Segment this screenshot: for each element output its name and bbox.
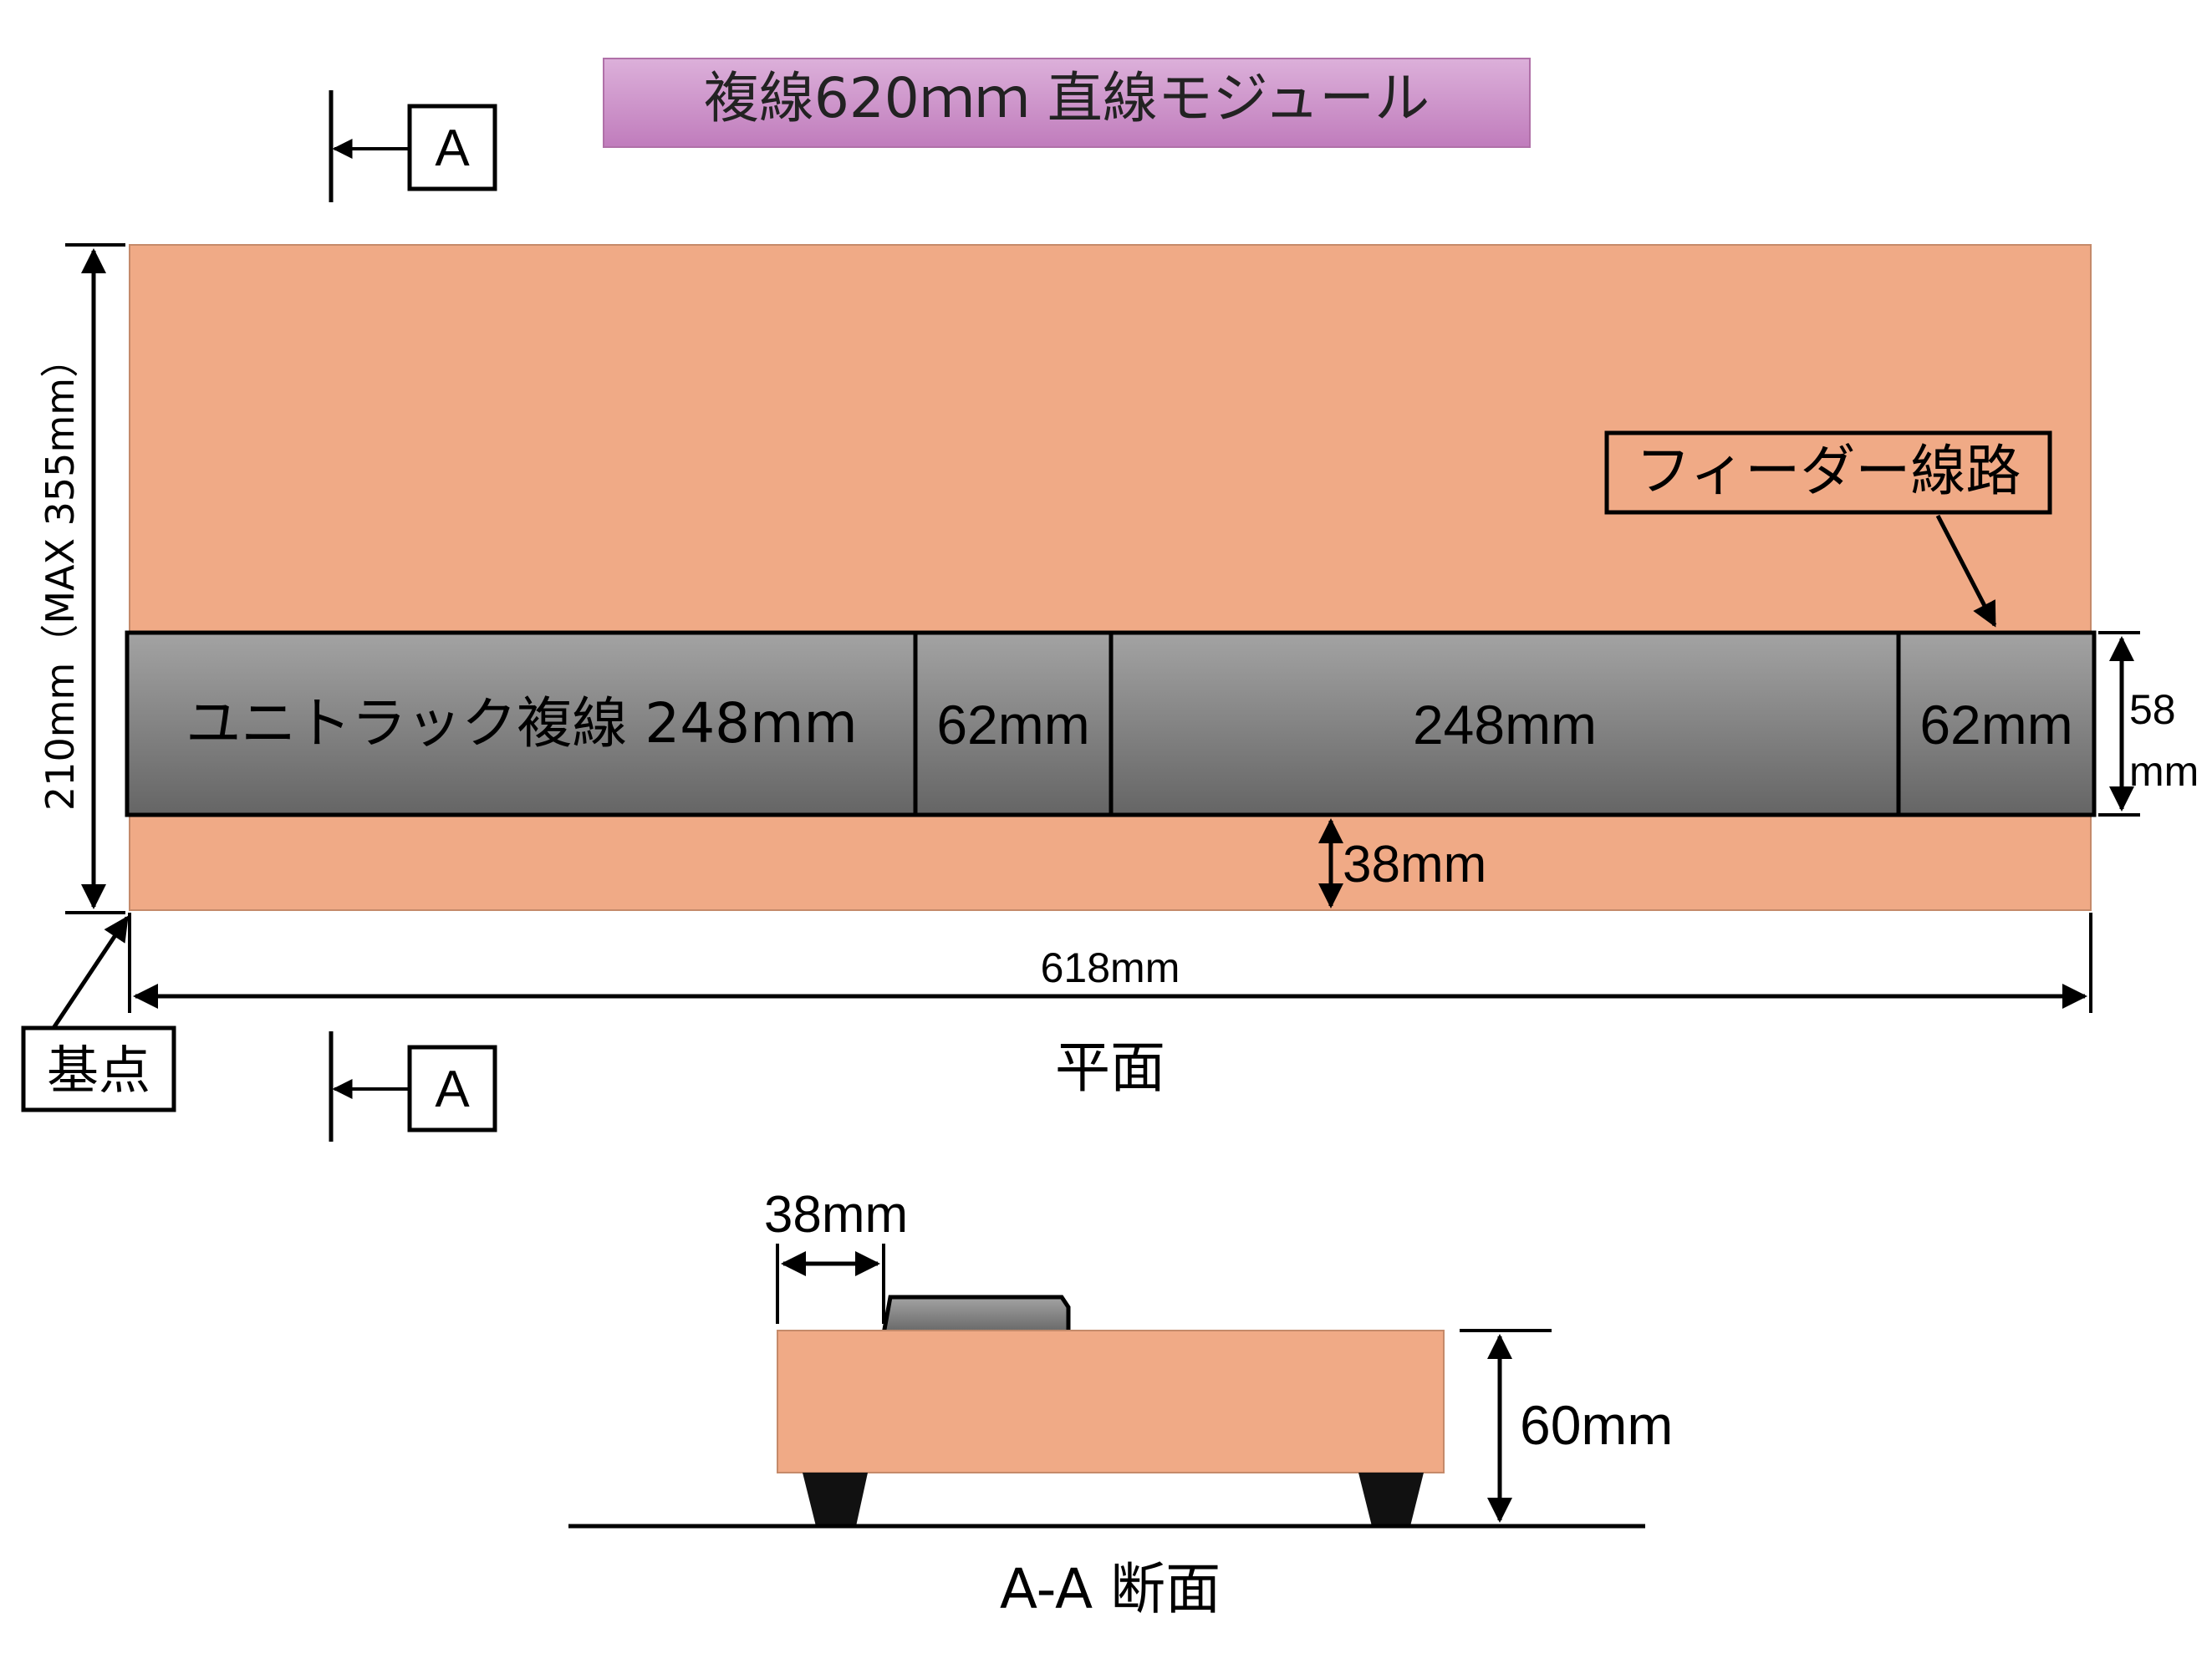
track-segment-label: 248mm [1413, 694, 1597, 756]
origin-callout-label: 基点 [47, 1040, 150, 1101]
baseboard-section [777, 1330, 1445, 1473]
depth-dimension-label: 210mm（MAX 355mm） [38, 339, 83, 811]
track-offset-dimension: 38mm [1318, 818, 1486, 908]
track-segment [125, 630, 918, 817]
track-width-label: 58 [2129, 686, 2176, 733]
length-dimension-label: 618mm [1041, 944, 1180, 991]
section-marker-top: A [329, 90, 497, 202]
track-segment [1109, 630, 1901, 817]
title-box: 複線620ｍｍ 直線モジュール [603, 58, 1531, 148]
track-offset-label: 38mm [1343, 836, 1486, 893]
foot [803, 1473, 868, 1526]
length-dimension: 618mm [128, 913, 2092, 1013]
section-track [881, 1295, 1071, 1336]
double-track: ユニトラック複線 248mm 62mm 248mm 62mm [125, 630, 2097, 817]
section-offset-label: 38mm [764, 1186, 908, 1244]
section-marker-top-label: A [435, 120, 470, 177]
feeder-callout-label: フィーダー線路 [1636, 439, 2021, 503]
page-title: 複線620ｍｍ 直線モジュール [704, 66, 1430, 130]
track-segment-label: 62mm [1919, 694, 2072, 756]
feeder-callout: フィーダー線路 [1604, 430, 2052, 628]
section-marker-bottom: A [329, 1031, 497, 1142]
section-caption: A-A 断面 [1000, 1557, 1221, 1621]
track-segment-label: ユニトラック複線 248mm [186, 691, 858, 756]
plan-caption: 平面 [1055, 1036, 1165, 1100]
section-height-label: 60mm [1520, 1394, 1673, 1456]
track-segment [913, 630, 1114, 817]
section-view: 38mm 60mm A-A 断面 [568, 1186, 1673, 1621]
origin-callout: 基点 [21, 915, 176, 1112]
track-segment-label: 62mm [936, 694, 1089, 756]
depth-dimension: 210mm（MAX 355mm） [38, 243, 125, 914]
section-marker-bottom-label: A [435, 1061, 470, 1118]
track-width-unit: mm [2129, 748, 2199, 795]
track-width-dimension: 58 mm [2098, 631, 2199, 817]
foot [1358, 1473, 1424, 1526]
track-segment [1896, 630, 2097, 817]
